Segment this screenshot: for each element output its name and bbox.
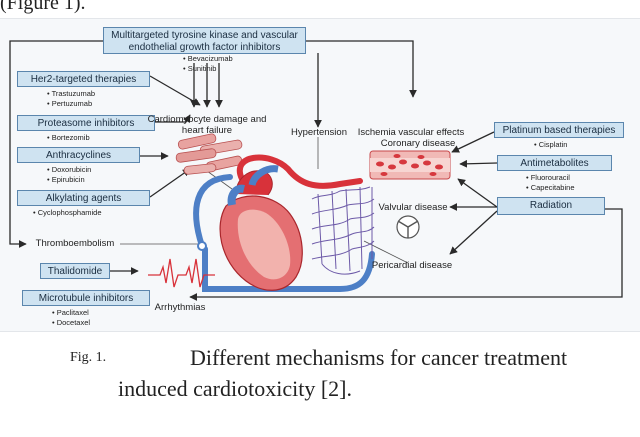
proteasome-box: Proteasome inhibitors [17,115,155,131]
cardiomyocyte-cells-icon [175,133,243,175]
alkylating-box: Alkylating agents [17,190,150,206]
caption-text-line2: induced cardiotoxicity [2]. [118,376,352,401]
page-header-fragment: (Figure 1). [0,0,86,14]
cardiotoxicity-figure: Multitargeted tyrosine kinase and vascul… [0,18,640,332]
valve-icon [396,215,420,239]
microtubule-box: Microtubule inhibitors [22,290,150,306]
tki-drug-list: • Bevacizumab • Sunitinib [183,54,233,73]
alkylating-drug-list: • Cyclophosphamide [33,208,102,217]
caption-figure-number: Fig. 1. [70,350,107,365]
coronary-vessel-icon [369,150,451,180]
pericardial-disease-label: Pericardial disease [371,260,453,271]
arrhythmias-label: Arrhythmias [154,302,206,313]
her2-box: Her2-targeted therapies [17,71,150,87]
antimetabolites-box: Antimetabolites [497,155,612,171]
proteasome-drug-list: • Bortezomib [47,133,90,142]
anthracyclines-box: Anthracyclines [17,147,140,163]
tki-vegf-box: Multitargeted tyrosine kinase and vascul… [103,27,306,54]
platinum-box: Platinum based therapies [494,122,624,138]
left-arrows [110,63,223,275]
vascular-mesh-icon [311,186,375,275]
ischemia-label: Ischemia vascular effects [357,127,465,138]
ecg-trace-icon [148,258,215,288]
diagram-canvas [9,40,623,301]
caption-text-line1: Different mechanisms for cancer treatmen… [190,345,568,370]
coronary-disease-label: Coronary disease [380,138,456,149]
radiation-box: Radiation [497,197,605,215]
platinum-drug-list: • Cisplatin [534,140,568,149]
anthracyclines-drug-list: • Doxorubicin • Epirubicin [47,165,92,184]
hypertension-label: Hypertension [291,127,347,138]
thalidomide-box: Thalidomide [40,263,110,279]
vessels-illustration [193,154,375,292]
valvular-disease-label: Valvular disease [378,202,448,213]
thromboembolism-label: Thromboembolism [35,238,115,249]
her2-drug-list: • Trastuzumab • Pertuzumab [47,89,96,108]
right-arrows [449,131,498,255]
microtubule-drug-list: • Paclitaxel • Docetaxel [52,308,91,327]
antimetabolites-drug-list: • Fluorouracil • Capecitabine [526,173,575,192]
connector-frame [9,40,623,301]
cardiomyocyte-damage-label: Cardiomyocyte damage and heart failure [147,114,267,136]
heart-illustration [197,165,303,291]
